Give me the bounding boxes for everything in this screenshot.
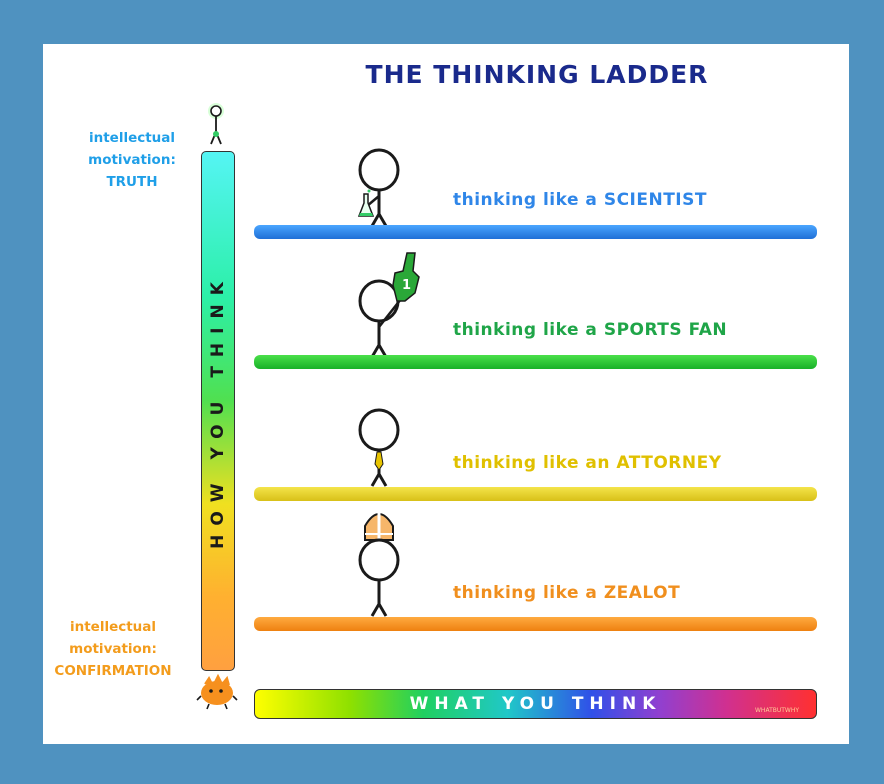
bishop-hat-icon: [364, 510, 394, 541]
enlightened-figure-icon: [208, 103, 224, 145]
top-motivation-line2: motivation:: [88, 152, 176, 168]
rung-label-attorney: thinking like an ATTORNEY: [453, 453, 722, 473]
sports-fan-figure-icon: 1: [358, 252, 420, 358]
bottom-motivation-line1: intellectual: [69, 619, 157, 635]
page-title: THE THINKING LADDER: [365, 60, 709, 89]
top-motivation-line1: intellectual: [88, 130, 176, 146]
diagram-panel: THE THINKING LADDER intellectual motivat…: [43, 44, 849, 744]
signature: WHATBUTWHY: [755, 707, 800, 714]
flask-icon: [357, 189, 375, 217]
rung-label-sports-fan: thinking like a SPORTS FAN: [453, 320, 728, 340]
rung-attorney: [254, 487, 817, 501]
zealot-figure-icon: [358, 510, 400, 617]
how-you-think-bar: [201, 151, 235, 671]
foam-finger-icon: 1: [392, 252, 420, 302]
rung-label-zealot: thinking like a ZEALOT: [453, 583, 681, 603]
critter-icon: [196, 674, 238, 710]
tie-icon: [374, 451, 384, 471]
rung-zealot: [254, 617, 817, 631]
rung-scientist: [254, 225, 817, 239]
foam-finger-number: 1: [402, 278, 411, 293]
bottom-motivation-line2: motivation:: [69, 641, 157, 657]
rung-label-scientist: thinking like a SCIENTIST: [453, 190, 707, 210]
top-motivation: intellectual motivation: TRUTH: [67, 127, 197, 193]
how-you-think-label-wrap: HOW YOU THINK: [201, 151, 235, 671]
how-you-think-label: HOW YOU THINK: [208, 273, 228, 549]
bottom-motivation-value: CONFIRMATION: [54, 663, 172, 679]
what-you-think-label: WHAT YOU THINK: [409, 694, 662, 714]
rung-sports-fan: [254, 355, 817, 369]
bottom-motivation: intellectual motivation: CONFIRMATION: [45, 616, 181, 682]
top-motivation-value: TRUTH: [106, 174, 158, 190]
what-you-think-bar: [254, 689, 817, 719]
scientist-figure-icon: [357, 148, 400, 227]
attorney-figure-icon: [358, 408, 400, 487]
